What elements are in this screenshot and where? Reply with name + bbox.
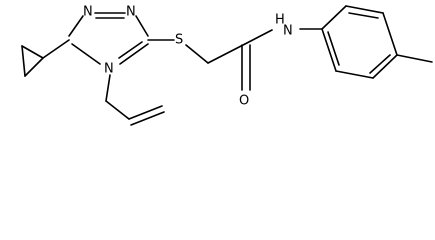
bond-methyl: [396, 54, 433, 63]
bond-ring-6: [321, 28, 337, 72]
atom-labels: N N N S O N H: [83, 5, 293, 109]
molecule-structure-diagram: N N N S O N H: [21, 5, 433, 126]
atom-n-amide: N: [283, 24, 293, 39]
bond-ring-4: [372, 54, 398, 79]
bond-ch-ch2-double-a: [128, 105, 163, 120]
bond-ring-1: [321, 5, 347, 30]
bond-cyclopropyl-2: [21, 45, 26, 77]
bond-c3-n4-inner: [118, 41, 143, 59]
bond-ring-3: [382, 12, 398, 56]
bond-ring-inner-b: [369, 54, 391, 74]
bond-ring-inner-c: [327, 31, 340, 66]
atom-o: O: [239, 94, 249, 109]
bond-ch-ch2-double-b: [130, 111, 165, 126]
atom-s: S: [175, 33, 183, 48]
bond-cyclopropyl-1: [21, 45, 44, 59]
atom-n1: N: [83, 5, 93, 20]
bond-c3-n4: [119, 43, 149, 65]
atom-h-amide: H: [275, 13, 285, 28]
bond-c5-cyclopropyl: [42, 39, 70, 59]
bond-n4-c5: [71, 43, 101, 65]
atom-n2: N: [126, 5, 136, 20]
bond-n4-ch2: [105, 74, 111, 102]
bond-ch2-carbonyl: [207, 43, 246, 64]
bond-cyclopropyl-3: [24, 57, 44, 77]
bonds: [21, 5, 433, 126]
bond-carbonyl-nh: [244, 29, 273, 45]
bond-s-ch2: [185, 44, 209, 64]
bond-ring-2: [345, 5, 384, 14]
bond-ring-inner-a: [348, 12, 379, 19]
bond-c5-n1: [68, 15, 84, 37]
bond-ch2-ch: [105, 100, 130, 120]
bond-n2-c3: [135, 15, 149, 37]
bond-ring-5: [335, 70, 374, 79]
atom-n4: N: [104, 62, 114, 77]
